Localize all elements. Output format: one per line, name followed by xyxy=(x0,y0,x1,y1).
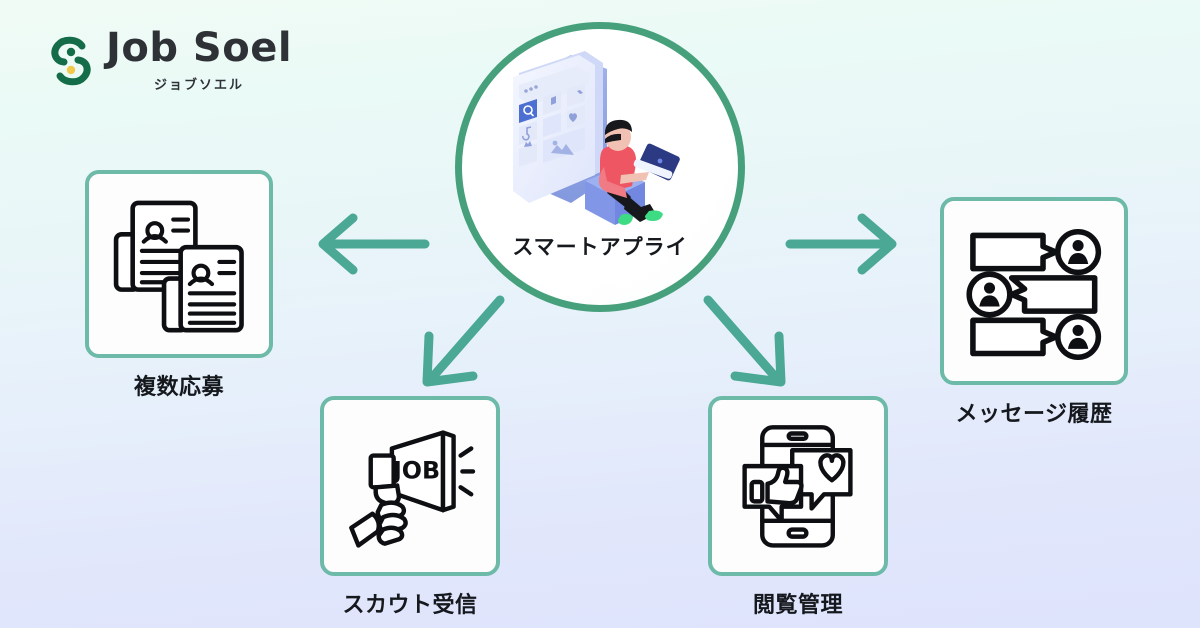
megaphone-text: JOB xyxy=(391,457,440,485)
smartphone-thumbsup-heart-icon xyxy=(727,415,868,556)
arrow-down-left-icon xyxy=(405,288,520,398)
feature-card-message-history[interactable]: メッセージ履歴 xyxy=(940,197,1128,428)
card-label: スカウト受信 xyxy=(342,592,478,617)
arrow-down-right-icon xyxy=(690,288,805,398)
person-with-laptop-app-illustration-icon xyxy=(493,49,708,239)
brand-kana: ジョブソエル xyxy=(154,77,245,92)
card-label: 閲覧管理 xyxy=(752,592,843,617)
brand-wordmark: Job Soel ジョブソエル xyxy=(106,28,292,93)
feature-card-view-management[interactable]: 閲覧管理 xyxy=(708,396,888,619)
arrow-right-icon xyxy=(780,208,910,280)
card-icon-box: JOB xyxy=(320,396,500,576)
hub-smart-apply: スマートアプライ xyxy=(455,22,745,312)
card-icon-box xyxy=(85,170,273,358)
card-icon-box xyxy=(708,396,888,576)
card-label: 複数応募 xyxy=(133,374,224,399)
card-label: メッセージ履歴 xyxy=(955,401,1113,426)
arrow-left-icon xyxy=(305,208,435,280)
job-soel-s-mark-icon xyxy=(48,35,94,87)
chat-bubbles-avatars-icon xyxy=(960,217,1108,365)
feature-card-scout[interactable]: JOB スカウト受信 xyxy=(320,396,500,619)
brand-name: Job Soel xyxy=(106,25,293,71)
brand-logo: Job Soel ジョブソエル xyxy=(48,28,292,93)
hand-holding-megaphone-job-icon: JOB xyxy=(339,415,480,556)
hub-label: スマートアプライ xyxy=(512,236,688,259)
card-icon-box xyxy=(940,197,1128,385)
feature-card-multi-apply[interactable]: 複数応募 xyxy=(85,170,273,401)
two-resume-documents-icon xyxy=(105,190,253,338)
